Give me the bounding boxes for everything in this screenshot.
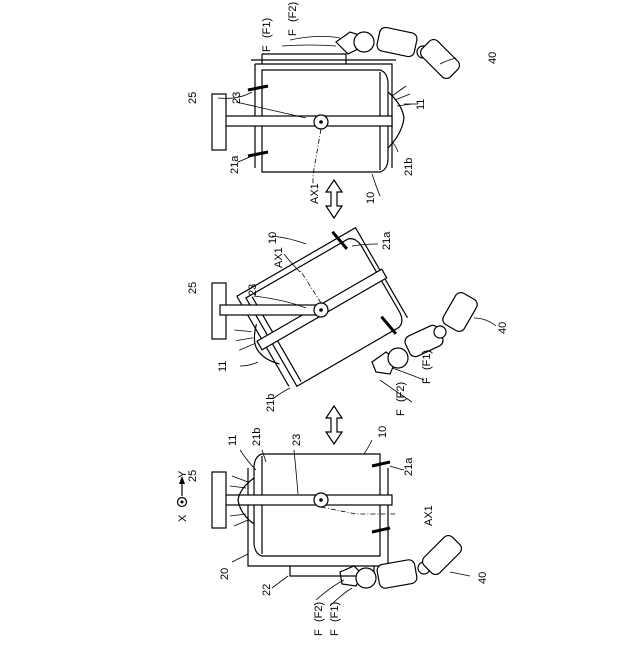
label-f1-mid: (F1) (421, 350, 433, 370)
label-25: 25 (187, 282, 199, 294)
column-base (212, 94, 226, 150)
label-10: 10 (267, 232, 279, 244)
leader-20 (232, 554, 248, 562)
leader-22 (272, 576, 288, 588)
leader-40 (450, 572, 470, 576)
pivot-center (319, 120, 323, 124)
label-21b: 21b (265, 394, 277, 412)
label-f2-upper: (F2) (287, 2, 299, 22)
label-f1-lower: (F1) (261, 18, 273, 38)
label-11: 11 (415, 99, 427, 110)
label-21b: 21b (251, 428, 263, 446)
rotation-shaft (220, 495, 392, 505)
label-23: 23 (247, 284, 259, 296)
leader-21b (392, 142, 398, 152)
label-23: 23 (231, 92, 243, 104)
leader-11 (240, 362, 258, 366)
label-ax1: AX1 (423, 505, 435, 526)
transition-arrow-upper (326, 180, 342, 218)
label-10: 10 (377, 426, 389, 438)
label-f-upper: F (287, 29, 299, 36)
column-base (212, 472, 226, 528)
label-ax1: AX1 (273, 247, 285, 268)
leader-40 (474, 318, 496, 326)
axis-y-label: Y (177, 470, 189, 478)
bag-flaps (229, 323, 257, 352)
arm-joint-1 (354, 32, 374, 52)
arm-link-1 (376, 559, 418, 589)
arm-joint-2 (434, 326, 446, 338)
label-23: 23 (291, 434, 303, 446)
leader-11 (240, 450, 256, 470)
arm-joint-1 (356, 568, 376, 588)
transition-arrow-lower (326, 406, 342, 444)
label-21a: 21a (229, 155, 241, 174)
label-40: 40 (477, 572, 489, 584)
leader-ax1 (284, 254, 300, 272)
leader-f1 (282, 45, 336, 46)
axis-x-label: X (177, 514, 189, 522)
arm-link-2 (418, 37, 462, 81)
bag-flaps (392, 86, 412, 106)
label-11: 11 (217, 361, 229, 372)
arm-link-2 (441, 290, 480, 333)
label-21b: 21b (403, 158, 415, 176)
label-f-mid2: F (395, 409, 407, 416)
label-f-left2: F (329, 629, 341, 636)
label-11: 11 (227, 435, 239, 446)
label-f2-left: (F2) (313, 602, 325, 622)
label-10: 10 (365, 192, 377, 204)
label-20: 20 (219, 568, 231, 580)
label-f1-left: (F1) (329, 602, 341, 622)
label-f-left1: F (313, 629, 325, 636)
label-40: 40 (497, 322, 509, 334)
state-upright: F (F2) F (F1) 40 25 23 21a 11 21b AX1 10 (187, 2, 499, 204)
pivot-center (319, 308, 323, 312)
label-f2-mid: (F2) (395, 382, 407, 402)
label-f-mid: F (421, 377, 433, 384)
leader-21a (390, 466, 404, 470)
state-tilted: 10 21a AX1 25 23 40 11 21b F (F1) F (F2) (187, 220, 509, 416)
frame-top-bracket (262, 54, 346, 64)
column-arm (220, 305, 320, 315)
pivot-center (319, 498, 323, 502)
coordinate-indicator: X Y (177, 470, 189, 522)
state-inverted: 11 21b 23 10 21a 25 AX1 20 22 40 F (F2) … (187, 426, 489, 636)
label-40: 40 (487, 52, 499, 64)
label-25: 25 (187, 92, 199, 104)
arm-link-1 (376, 26, 418, 57)
label-21a: 21a (403, 457, 415, 476)
arm-joint-1 (388, 348, 408, 368)
rotation-shaft (220, 116, 392, 126)
label-ax1: AX1 (309, 183, 321, 204)
leader-10 (364, 440, 372, 454)
label-21a: 21a (381, 231, 393, 250)
leader-f1 (392, 368, 424, 380)
label-f-lower: F (261, 45, 273, 52)
x-axis-dot (181, 501, 184, 504)
label-22: 22 (261, 584, 273, 596)
